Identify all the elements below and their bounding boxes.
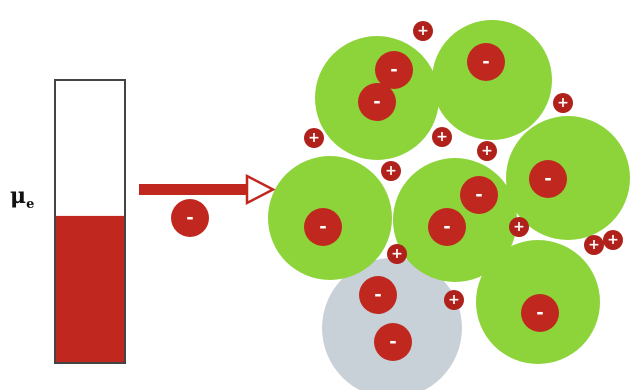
anion: - (467, 43, 505, 81)
cation: + (584, 235, 604, 255)
cation-sign: + (391, 246, 403, 262)
cation-sign: + (481, 143, 493, 159)
cation-sign: + (385, 163, 397, 179)
anion-sign: - (373, 92, 380, 113)
transfer-arrow (139, 176, 273, 203)
anion-sign: - (319, 217, 326, 238)
cation-sign: + (308, 130, 320, 146)
anion: - (359, 276, 397, 314)
anion: - (521, 294, 559, 332)
cation-sign: + (588, 237, 600, 253)
anion-sign: - (443, 217, 450, 238)
cation-sign: + (417, 23, 429, 39)
anion: - (529, 160, 567, 198)
reservoir-fill-level (56, 216, 124, 362)
free-anion: - (171, 199, 209, 237)
anion-sign: - (390, 60, 397, 81)
anion: - (428, 208, 466, 246)
particle-cluster: - - - - - - - - - - + + + + + + + + + + … (268, 20, 630, 390)
cation: + (381, 161, 401, 181)
cation: + (603, 230, 623, 250)
reservoir (55, 80, 125, 363)
cation-sign: + (436, 129, 448, 145)
anion: - (304, 208, 342, 246)
anion: - (358, 83, 396, 121)
cation-sign: + (607, 232, 619, 248)
anion: - (375, 51, 413, 89)
anion-sign: - (389, 332, 396, 353)
anion-sign: - (544, 169, 551, 190)
cation: + (432, 127, 452, 147)
potential-symbol: μ (10, 183, 26, 209)
anion: - (460, 176, 498, 214)
anion-sign: - (482, 52, 489, 73)
potential-label: μe (10, 183, 34, 212)
cation-sign: + (557, 95, 569, 111)
cation-sign: + (448, 292, 460, 308)
anion-sign: - (374, 285, 381, 306)
cation: + (304, 128, 324, 148)
arrow-shaft (139, 184, 246, 195)
anion: - (374, 323, 412, 361)
arrow-head (247, 176, 273, 203)
cation: + (444, 290, 464, 310)
anion-sign: - (475, 185, 482, 206)
anion-sign: - (536, 303, 543, 324)
potential-subscript: e (26, 197, 34, 212)
cation: + (413, 21, 433, 41)
cation: + (477, 141, 497, 161)
anion-sign: - (186, 208, 193, 229)
cation: + (509, 217, 529, 237)
cation: + (553, 93, 573, 113)
cation: + (387, 244, 407, 264)
cation-sign: + (513, 219, 525, 235)
